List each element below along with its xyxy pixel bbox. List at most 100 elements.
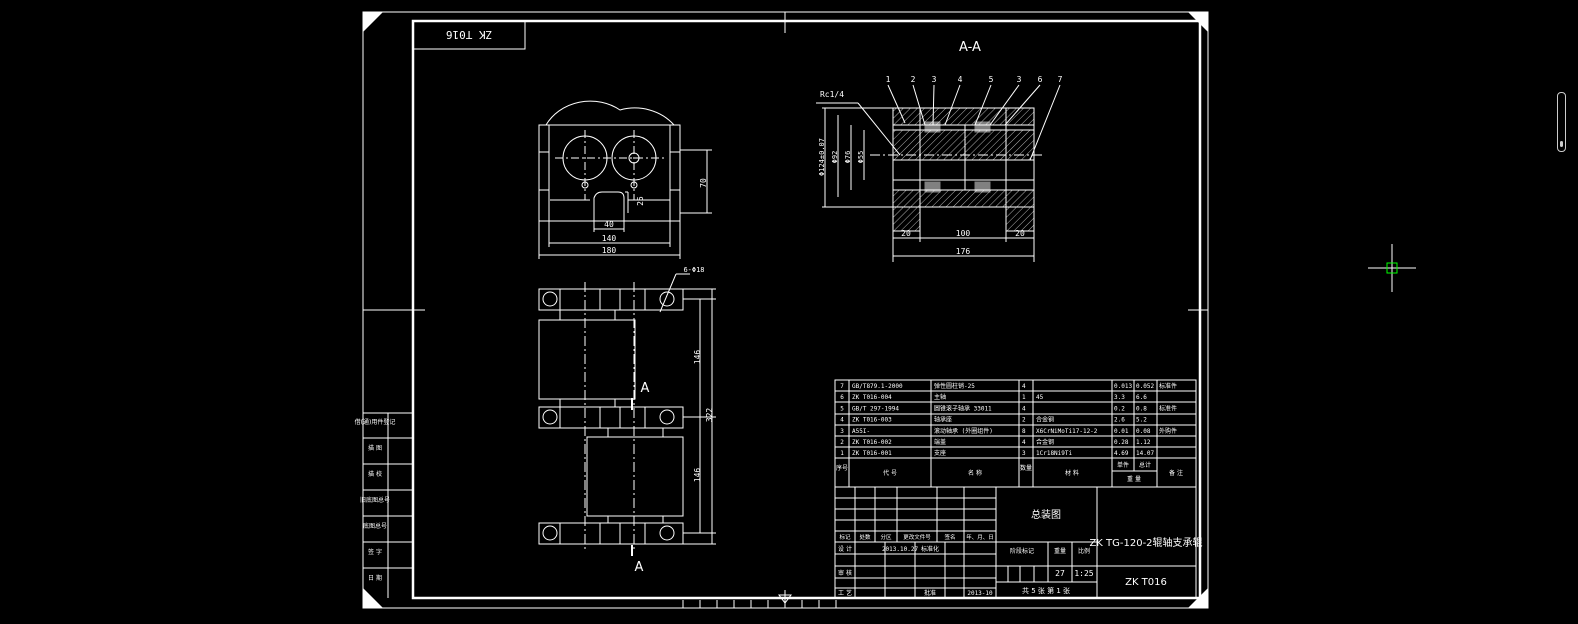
tb-row-label-0: 标记	[839, 533, 851, 541]
bom-cell-name: 主轴	[934, 393, 946, 401]
approve-label: 批准	[924, 589, 936, 597]
dim-sec-dia2: Φ92	[831, 151, 839, 164]
strip-label-1: 描 图	[368, 444, 382, 452]
bom-cell-total: 6.6	[1136, 394, 1147, 401]
corner-mark-tr	[1188, 12, 1208, 32]
bom-cell-material: 1Cr18Ni9Ti	[1036, 450, 1073, 457]
bottom-ruler	[682, 600, 837, 608]
bom-cell-name: 滚动轴承 (外圈组件)	[934, 427, 993, 435]
bom-h-no: 序号	[836, 464, 848, 472]
process-label: 工 艺	[838, 589, 852, 597]
bom-cell-name: 弹性圆柱销-25	[934, 382, 975, 390]
sheet-count: 共 5 张 第 1 张	[1022, 586, 1070, 595]
bom-cell-unit: 4.69	[1114, 450, 1129, 457]
bom-cell-unit: 0.013	[1114, 383, 1132, 390]
strip-label-3: 旧底图总号	[360, 496, 390, 504]
bom-h-name: 名 称	[968, 469, 982, 477]
bom-cell-no: 2	[840, 439, 844, 446]
dim-sec-dia4: Φ55	[857, 151, 865, 164]
bom-cell-material: 45	[1036, 394, 1044, 401]
bom-cell-no: 5	[840, 405, 844, 412]
bom-cell-unit: 2.6	[1114, 417, 1125, 424]
bom-cell-total: 0.052	[1136, 383, 1154, 390]
bom-cell-name: 圆锥滚子轴承 33011	[934, 404, 992, 412]
assembly-title: 总装图	[1031, 508, 1061, 521]
tb-row-label-2: 分区	[880, 533, 892, 541]
dim-front-25: 25	[636, 196, 645, 206]
review-label: 审 核	[838, 569, 852, 577]
bom-cell-total: 0.08	[1136, 428, 1151, 435]
bom-h-code: 代 号	[883, 469, 897, 477]
weight-value: 27	[1055, 569, 1065, 578]
bom-cell-code: ZK T016-002	[852, 439, 892, 446]
bom-cell-note: 标准件	[1159, 382, 1177, 390]
strip-label-2: 描 校	[368, 470, 382, 478]
bom-cell-material: X6CrNiMoTi17-12-2	[1036, 428, 1098, 435]
bom-cell-code: ZK T016-003	[852, 417, 892, 424]
scrollbar-thumb[interactable]	[1560, 141, 1563, 147]
dim-sec-20a: 20	[901, 229, 911, 238]
bom-cell-unit: 0.28	[1114, 439, 1129, 446]
bom-cell-qty: 1	[1022, 394, 1026, 401]
dim-sec-176: 176	[956, 247, 971, 256]
bom-cell-no: 7	[840, 383, 844, 390]
section-mark-top: A	[641, 381, 650, 396]
balloon-3b: 3	[1017, 75, 1022, 84]
bom-cell-qty: 4	[1022, 405, 1026, 412]
strip-label-4: 底图总号	[363, 522, 387, 530]
product-name: ZK TG-120-2辊轴支承辊	[1089, 536, 1202, 549]
bom-cell-code: ZK T016-004	[852, 394, 892, 401]
orientation-arrow	[778, 594, 792, 604]
bom-cell-total: 1.12	[1136, 439, 1151, 446]
strip-label-5: 签 字	[368, 548, 382, 556]
left-strip-labels: 借(通)用件登记 描 图 描 校 旧底图总号 底图总号 签 字 日 期	[355, 418, 396, 582]
design-date: 2013.10.27	[882, 546, 919, 553]
bom-h-material: 材 料	[1065, 469, 1079, 477]
dim-sec-dia1: Φ124±0.07	[818, 138, 826, 176]
bom-cell-name: 支座	[934, 449, 946, 457]
bom-h-unit: 单件	[1117, 461, 1129, 469]
bom-h-weight: 重 量	[1127, 475, 1141, 483]
tb-row-label-3: 更改文件号	[903, 533, 931, 541]
hole-callout: 6-Φ18	[683, 266, 704, 274]
bom-h-qty: 数量	[1020, 464, 1032, 472]
bom-cell-qty: 3	[1022, 450, 1026, 457]
bom-h-total: 总计	[1139, 461, 1151, 469]
left-strip-table	[363, 412, 413, 598]
bom-cell-qty: 4	[1022, 383, 1026, 390]
corner-mark-tl	[363, 12, 383, 32]
bom-cell-unit: 3.3	[1114, 394, 1125, 401]
balloon-4: 4	[958, 75, 963, 84]
dim-plan-146a: 146	[693, 350, 702, 365]
bom-cell-code: A55I-	[852, 428, 870, 435]
dim-front-40: 40	[604, 220, 614, 229]
bom-h-note: 备 注	[1169, 469, 1183, 477]
bom-cell-total: 0.8	[1136, 405, 1147, 412]
dim-plan-322: 322	[705, 408, 714, 423]
dim-front-140: 140	[602, 234, 617, 243]
plan-view	[538, 273, 716, 556]
tb-row-label-5: 年、月、日	[966, 533, 994, 541]
bom-cell-code: GB/T879.1-2000	[852, 383, 903, 390]
approve-date: 2013-10	[967, 590, 993, 597]
dim-front-180: 180	[602, 246, 617, 255]
corner-mark-br	[1188, 588, 1208, 608]
tb-row-label-4: 签名	[944, 533, 955, 541]
balloon-1: 1	[886, 75, 891, 84]
bom-cell-code: ZK T016-001	[852, 450, 892, 457]
strip-label-6: 日 期	[368, 574, 382, 582]
bom-cell-total: 5.2	[1136, 417, 1147, 424]
section-mark-bottom: A	[635, 560, 644, 575]
scale-label: 比例	[1078, 547, 1090, 555]
scale-value: 1:25	[1074, 569, 1093, 578]
section-balloons: 1 2 3 4 5 3 6 7	[886, 75, 1063, 84]
balloon-2: 2	[911, 75, 916, 84]
sheet-inner-frame	[411, 19, 1202, 600]
tb-row-label-1: 处数	[859, 533, 871, 541]
bom-cell-qty: 4	[1022, 439, 1026, 446]
sheet-outer-border	[362, 11, 1209, 609]
bom-cell-material: 合金钢	[1036, 416, 1054, 424]
stamp-box	[412, 20, 526, 50]
vertical-scrollbar[interactable]	[1557, 92, 1566, 152]
